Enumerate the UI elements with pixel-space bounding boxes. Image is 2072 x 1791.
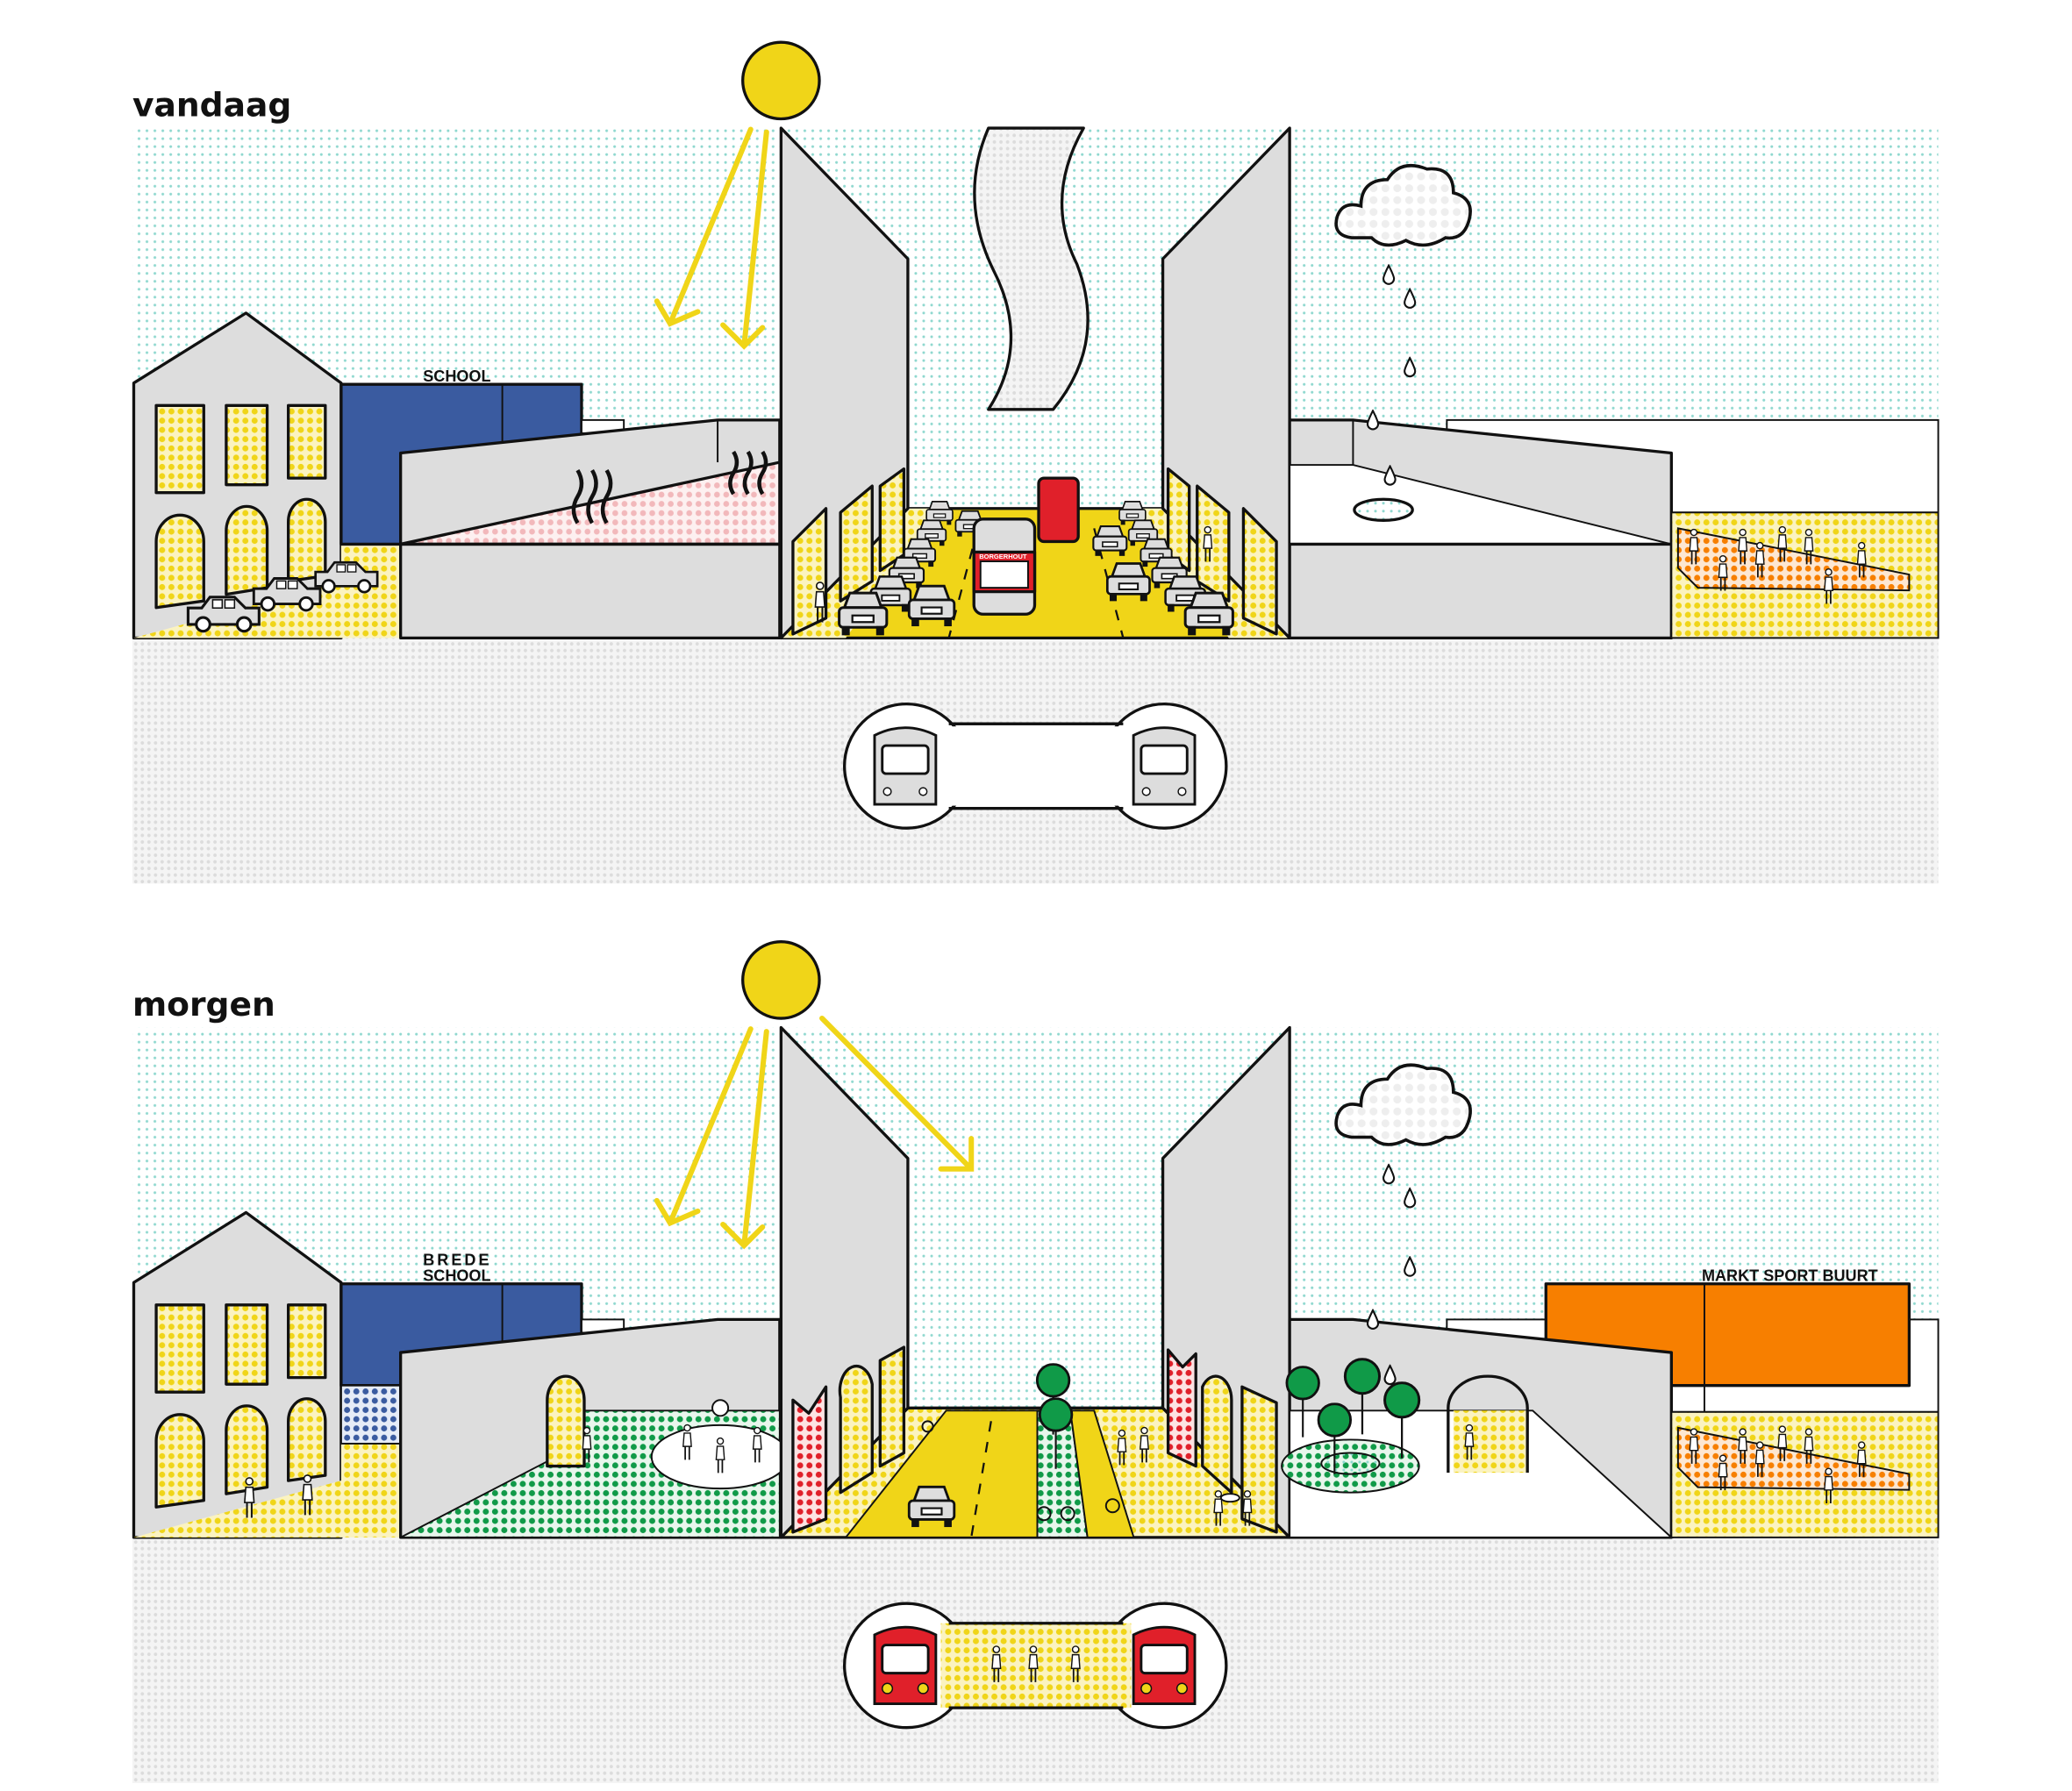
market-label: MARKT SPORT BUURT xyxy=(1702,1267,1878,1285)
old-house xyxy=(132,1210,343,1539)
park-right xyxy=(1281,1317,1674,1539)
ring-road-wall-right xyxy=(1288,418,1673,640)
puddle xyxy=(1353,497,1414,522)
school-label: SCHOOL xyxy=(423,367,490,385)
tribune xyxy=(1676,527,1911,592)
sun-icon xyxy=(741,40,821,121)
arch-passage xyxy=(1447,1374,1529,1473)
heat-icon xyxy=(571,450,768,524)
metro-tunnel xyxy=(842,1602,1228,1730)
metro-train xyxy=(873,726,938,806)
school-label-line2: SCHOOL xyxy=(423,1267,490,1285)
panel-title: vandaag xyxy=(132,86,291,125)
panel-vandaag: vandaag SCHOOL xyxy=(132,40,1940,884)
panel-title: morgen xyxy=(132,985,275,1024)
park-left xyxy=(399,1317,790,1539)
cafe-terrace xyxy=(1213,1489,1253,1527)
ring-road-wall-left xyxy=(399,418,782,640)
bus: BORGERHOUT xyxy=(972,476,1080,616)
metro-train xyxy=(873,1625,938,1706)
smog-plume xyxy=(973,126,1090,411)
water-basin xyxy=(1320,1452,1381,1475)
bus-destination: BORGERHOUT xyxy=(979,553,1027,560)
tall-building-left xyxy=(779,126,910,640)
old-house xyxy=(132,311,343,640)
metro-tunnel xyxy=(842,702,1228,830)
sun-icon xyxy=(741,940,821,1020)
pedestrian-square xyxy=(133,1443,401,1538)
metro-train xyxy=(1132,1625,1197,1706)
panel-morgen: morgen BREDE SCHOOL xyxy=(132,940,1940,1783)
tribune xyxy=(1676,1426,1911,1491)
sun-rays xyxy=(654,126,769,350)
parking-area xyxy=(133,544,401,639)
sun-rays xyxy=(654,1016,975,1250)
arch-passage xyxy=(546,1374,586,1468)
metro-train xyxy=(1132,726,1197,806)
cyclists xyxy=(921,1420,1120,1522)
bike-lane xyxy=(1069,1409,1135,1538)
school-label-line1: BREDE xyxy=(423,1252,491,1269)
